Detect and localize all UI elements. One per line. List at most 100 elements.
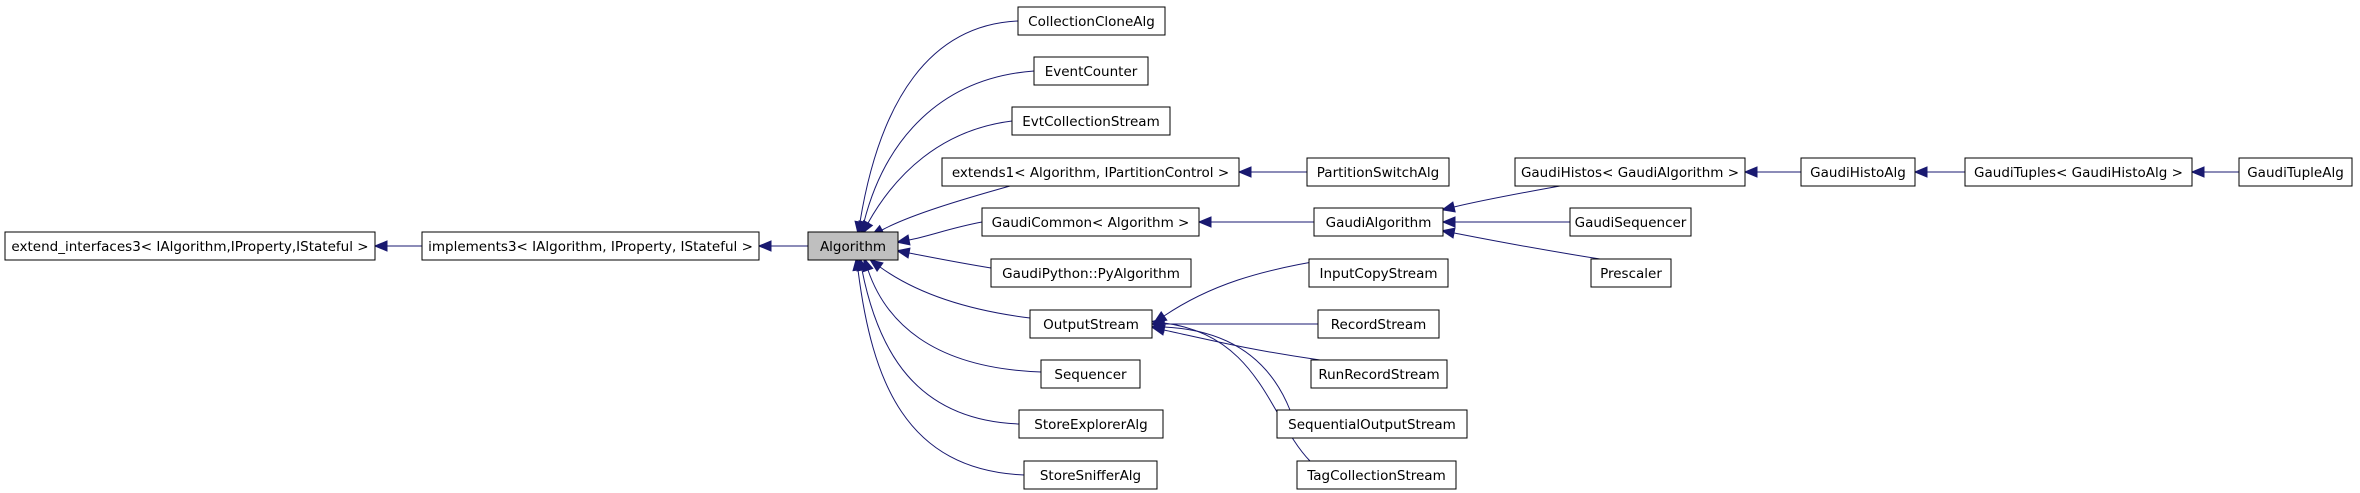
node-label: GaudiSequencer <box>1575 215 1687 231</box>
class-node-cca[interactable]: CollectionCloneAlg <box>1017 6 1166 36</box>
node-box <box>1310 359 1448 389</box>
node-box <box>1306 157 1450 187</box>
node-label: SequentialOutputStream <box>1288 417 1456 433</box>
edge-ecs-to-alg <box>861 120 1013 235</box>
edge-gta-to-gt <box>2190 166 2239 178</box>
node-box <box>1317 309 1440 339</box>
edge-line <box>861 269 1020 425</box>
node-label: PartitionSwitchAlg <box>1317 165 1439 181</box>
class-node-gha[interactable]: GaudiHistoAlg <box>1800 157 1916 187</box>
node-label: GaudiPython::PyAlgorithm <box>1002 266 1180 282</box>
class-node-imp[interactable]: implements3< IAlgorithm, IProperty, ISta… <box>421 231 760 261</box>
edge-line <box>1163 326 1291 411</box>
node-box <box>990 258 1192 288</box>
edge-line <box>881 185 1011 231</box>
arrowhead <box>373 240 388 252</box>
arrowhead <box>1237 166 1252 178</box>
edge-tcs-to-os <box>1150 317 1311 462</box>
class-node-ga[interactable]: GaudiAlgorithm <box>1313 207 1444 237</box>
class-node-sos[interactable]: SequentialOutputStream <box>1276 409 1468 439</box>
node-box <box>1296 460 1457 490</box>
class-node-gt[interactable]: GaudiTuples< GaudiHistoAlg > <box>1964 157 2193 187</box>
edge-imp-to-ext <box>373 240 422 252</box>
node-label: Prescaler <box>1600 266 1662 282</box>
node-label: GaudiHistos< GaudiAlgorithm > <box>1521 165 1739 181</box>
edge-line <box>863 70 1035 223</box>
class-node-rs[interactable]: RecordStream <box>1317 309 1440 339</box>
node-box <box>1313 207 1444 237</box>
class-node-rrs[interactable]: RunRecordStream <box>1310 359 1448 389</box>
node-box <box>1964 157 2193 187</box>
edge-line <box>867 120 1013 224</box>
node-box <box>1023 460 1158 490</box>
arrowhead <box>869 259 884 272</box>
class-node-ssa[interactable]: StoreSnifferAlg <box>1023 460 1158 490</box>
node-box <box>1011 106 1171 136</box>
class-node-evc[interactable]: EventCounter <box>1033 56 1149 86</box>
node-label: extends1< Algorithm, IPartitionControl > <box>952 165 1229 181</box>
arrowhead <box>1441 201 1456 213</box>
class-node-pre[interactable]: Prescaler <box>1590 258 1672 288</box>
edge-os-to-alg <box>869 259 1031 319</box>
class-node-gsq[interactable]: GaudiSequencer <box>1569 207 1692 237</box>
class-node-sea[interactable]: StoreExplorerAlg <box>1018 409 1164 439</box>
edge-line <box>1453 185 1561 208</box>
arrowhead <box>1197 216 1212 228</box>
arrowhead <box>1913 166 1928 178</box>
arrowhead <box>895 234 911 246</box>
arrowhead <box>757 240 772 252</box>
class-node-os[interactable]: OutputStream <box>1029 309 1153 339</box>
edge-rrs-to-os <box>1151 324 1321 361</box>
arrowhead <box>2190 166 2205 178</box>
edge-line <box>1453 232 1601 260</box>
class-node-ecs[interactable]: EvtCollectionStream <box>1011 106 1171 136</box>
node-label: InputCopyStream <box>1319 266 1437 282</box>
edge-gh-to-ga <box>1441 185 1561 213</box>
node-label: GaudiHistoAlg <box>1810 165 1906 181</box>
node-box <box>421 231 760 261</box>
class-node-gta[interactable]: GaudiTupleAlg <box>2238 157 2353 187</box>
node-box <box>4 231 376 261</box>
edge-line <box>908 221 983 241</box>
node-box <box>1033 56 1149 86</box>
edge-gt-to-gha <box>1913 166 1965 178</box>
edge-line <box>1163 329 1321 361</box>
edge-gsq-to-ga <box>1441 216 1570 228</box>
class-node-ics[interactable]: InputCopyStream <box>1308 258 1449 288</box>
edge-gha-to-gh <box>1743 166 1801 178</box>
class-node-gp[interactable]: GaudiPython::PyAlgorithm <box>990 258 1192 288</box>
node-box <box>1017 6 1166 36</box>
class-node-e1[interactable]: extends1< Algorithm, IPartitionControl > <box>941 157 1240 187</box>
class-node-gh[interactable]: GaudiHistos< GaudiAlgorithm > <box>1514 157 1746 187</box>
node-label: CollectionCloneAlg <box>1028 14 1155 30</box>
arrowhead <box>1440 227 1456 239</box>
edge-pre-to-ga <box>1440 227 1601 260</box>
arrowhead <box>895 247 911 259</box>
node-box <box>1800 157 1916 187</box>
edge-line <box>879 266 1031 319</box>
node-box <box>2238 157 2353 187</box>
class-node-tcs[interactable]: TagCollectionStream <box>1296 460 1457 490</box>
node-label: OutputStream <box>1043 317 1139 333</box>
node-box <box>1514 157 1746 187</box>
edge-ga-to-gc <box>1197 216 1314 228</box>
class-node-psa[interactable]: PartitionSwitchAlg <box>1306 157 1450 187</box>
edge-cca-to-alg <box>854 20 1019 236</box>
node-box <box>981 207 1200 237</box>
edge-line <box>857 269 1025 476</box>
arrowhead <box>1743 166 1758 178</box>
class-node-ext[interactable]: extend_interfaces3< IAlgorithm,IProperty… <box>4 231 376 261</box>
node-label: Algorithm <box>820 239 886 255</box>
node-box <box>1040 359 1141 389</box>
edge-gc-to-alg <box>895 221 983 246</box>
node-label: GaudiAlgorithm <box>1326 215 1432 231</box>
node-label: EventCounter <box>1045 64 1138 80</box>
edge-ssa-to-alg <box>852 256 1025 476</box>
edge-line <box>1163 258 1331 317</box>
node-label: StoreSnifferAlg <box>1040 468 1141 484</box>
class-node-alg[interactable]: Algorithm <box>807 231 899 261</box>
class-node-gc[interactable]: GaudiCommon< Algorithm > <box>981 207 1200 237</box>
class-node-seq[interactable]: Sequencer <box>1040 359 1141 389</box>
node-box <box>941 157 1240 187</box>
